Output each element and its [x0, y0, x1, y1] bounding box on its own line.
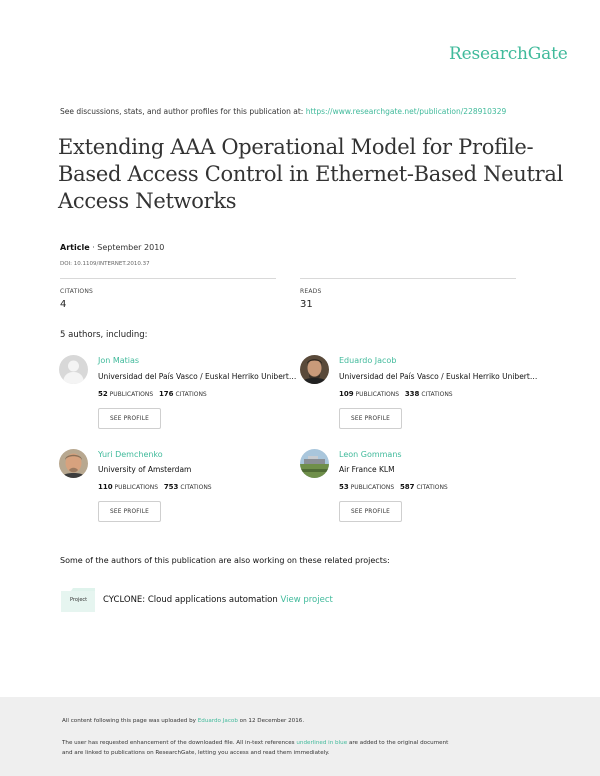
publication-url-link[interactable]: https://www.researchgate.net/publication… — [305, 107, 507, 116]
researchgate-logo[interactable]: ResearchGate — [449, 44, 568, 64]
see-profile-button[interactable]: SEE PROFILE — [339, 408, 402, 429]
reads-value: 31 — [300, 299, 313, 310]
see-discussions-prefix: See discussions, stats, and author profi… — [60, 107, 304, 116]
avatar-jon-matias[interactable] — [59, 355, 88, 384]
citations-label: CITATIONS — [60, 288, 94, 295]
author-publications-count: 52 — [98, 390, 108, 398]
project-item: CYCLONE: Cloud applications automation V… — [103, 595, 333, 605]
author-publications-count: 53 — [339, 483, 349, 491]
author-institution: Universidad del País Vasco / Euskal Herr… — [339, 372, 541, 381]
footer-enhancement-note: The user has requested enhancement of th… — [62, 738, 448, 758]
title-line-3: Access Networks — [58, 189, 237, 213]
divider-left — [60, 278, 276, 279]
author-citations-count: 176 — [158, 390, 174, 398]
footer-enhancement-suffix: are added to the original document — [348, 740, 449, 746]
author-publications-label: PUBLICATIONS — [114, 484, 159, 491]
avatar-yuri-demchenko[interactable] — [59, 449, 88, 478]
author-publications-label: PUBLICATIONS — [350, 484, 395, 491]
default-avatar-icon — [59, 355, 88, 384]
author-institution: Air France KLM — [339, 465, 395, 474]
footer-upload-prefix: All content following this page was uplo… — [62, 718, 196, 724]
author-stats: 52 PUBLICATIONS 176 CITATIONS — [98, 390, 207, 398]
author-stats: 109 PUBLICATIONS 338 CITATIONS — [339, 390, 453, 398]
author-publications-label: PUBLICATIONS — [355, 391, 400, 398]
author-stats: 53 PUBLICATIONS 587 CITATIONS — [339, 483, 448, 491]
see-profile-button[interactable]: SEE PROFILE — [98, 501, 161, 522]
author-name-link[interactable]: Eduardo Jacob — [339, 356, 397, 365]
author-citations-label: CITATIONS — [175, 391, 207, 398]
see-profile-button[interactable]: SEE PROFILE — [98, 408, 161, 429]
author-name-link[interactable]: Jon Matias — [98, 356, 140, 365]
author-citations-label: CITATIONS — [416, 484, 448, 491]
project-icon: Project — [61, 588, 95, 612]
project-folder-icon — [61, 588, 95, 612]
author-photo-icon — [300, 355, 329, 384]
title-line-2: Based Access Control in Ethernet-Based N… — [58, 162, 564, 186]
author-institution: University of Amsterdam — [98, 465, 192, 474]
footer-upload-suffix: on 12 December 2016. — [239, 718, 305, 724]
author-name-link[interactable]: Yuri Demchenko — [98, 450, 163, 459]
view-project-link[interactable]: View project — [280, 595, 333, 605]
publication-meta: Article · September 2010 — [60, 243, 164, 252]
author-citations-label: CITATIONS — [180, 484, 212, 491]
author-citations-count: 587 — [399, 483, 415, 491]
author-photo-icon — [300, 449, 329, 478]
project-title: CYCLONE: Cloud applications automation — [103, 595, 278, 605]
see-profile-button[interactable]: SEE PROFILE — [339, 501, 402, 522]
author-name-link[interactable]: Leon Gommans — [339, 450, 402, 459]
underlined-in-blue-text: underlined in blue — [296, 740, 348, 746]
uploader-link[interactable]: Eduardo Jacob — [197, 718, 238, 724]
avatar-leon-gommans[interactable] — [300, 449, 329, 478]
related-projects-heading: Some of the authors of this publication … — [60, 556, 390, 565]
author-citations-label: CITATIONS — [421, 391, 453, 398]
authors-heading: 5 authors, including: — [60, 330, 148, 340]
author-publications-count: 110 — [98, 483, 113, 491]
publication-type: Article — [60, 243, 90, 252]
author-institution: Universidad del País Vasco / Euskal Herr… — [98, 372, 300, 381]
footer-enhancement-line-3: and are linked to publications on Resear… — [62, 750, 330, 756]
publication-doi: DOI: 10.1109/INTERNET.2010.37 — [60, 261, 150, 267]
avatar-eduardo-jacob[interactable] — [300, 355, 329, 384]
publication-date: · September 2010 — [89, 243, 165, 252]
author-citations-count: 338 — [404, 390, 420, 398]
citations-value: 4 — [60, 299, 67, 310]
see-discussions-line: See discussions, stats, and author profi… — [60, 107, 506, 116]
publication-title: Extending AAA Operational Model for Prof… — [58, 134, 564, 215]
author-publications-label: PUBLICATIONS — [109, 391, 154, 398]
footer-enhancement-prefix: The user has requested enhancement of th… — [62, 740, 295, 746]
author-citations-count: 753 — [163, 483, 179, 491]
reads-label: READS — [300, 288, 322, 295]
author-photo-icon — [59, 449, 88, 478]
divider-right — [300, 278, 516, 279]
author-stats: 110 PUBLICATIONS 753 CITATIONS — [98, 483, 212, 491]
title-line-1: Extending AAA Operational Model for Prof… — [58, 135, 534, 159]
footer — [0, 697, 600, 776]
author-publications-count: 109 — [339, 390, 354, 398]
project-icon-label: Project — [70, 597, 88, 603]
footer-upload-note: All content following this page was uplo… — [62, 718, 304, 724]
